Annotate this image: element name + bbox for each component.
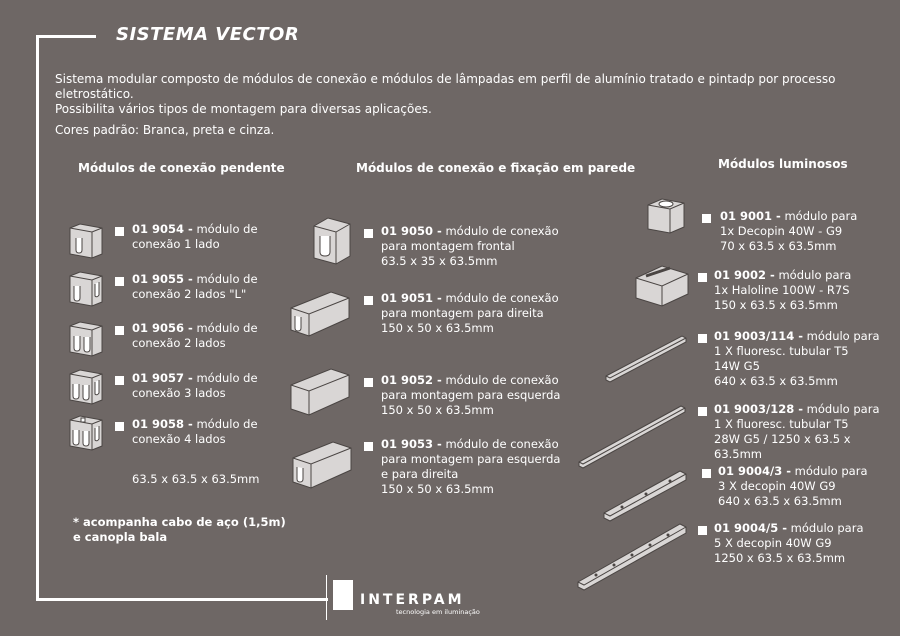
- frame-left-line: [36, 35, 39, 601]
- connector-4-sides-icon: [69, 415, 103, 451]
- bullet: [698, 334, 707, 343]
- fluorescent-t5-28w-module-icon: [578, 405, 686, 469]
- standard-colors: Cores padrão: Branca, preta e cinza.: [55, 123, 275, 137]
- item-9054: 01 9054 - módulo de conexão 1 lado: [132, 222, 258, 251]
- item-9004-5: 01 9004/5 - módulo para 5 X decopin 40W …: [714, 521, 864, 565]
- connector-3-sides-icon: [69, 369, 103, 405]
- item-9050: 01 9050 - módulo de conexão para montage…: [381, 224, 559, 268]
- frame-bottom-line: [36, 598, 328, 601]
- bullet: [698, 407, 707, 416]
- logo-divider: [326, 575, 327, 620]
- bullet: [702, 469, 711, 478]
- bullet: [364, 442, 373, 451]
- bullet: [115, 376, 124, 385]
- decopin-3x-module-icon: [603, 470, 687, 522]
- wall-front-connector-icon: [313, 217, 351, 265]
- bullet: [698, 273, 707, 282]
- bullet: [702, 214, 711, 223]
- pendente-dimensions: 63.5 x 63.5 x 63.5mm: [132, 472, 260, 486]
- haloline-module-icon: [635, 265, 689, 307]
- connector-1-side-icon: [69, 223, 103, 259]
- item-9003-128: 01 9003/128 - módulo para 1 X fluoresc. …: [714, 402, 880, 461]
- item-9004-3: 01 9004/3 - módulo para 3 X decopin 40W …: [718, 464, 868, 508]
- bullet: [698, 526, 707, 535]
- bullet: [115, 422, 124, 431]
- intro-text: Sistema modular composto de módulos de c…: [55, 72, 885, 117]
- wall-right-connector-icon: [290, 291, 350, 337]
- heading-pendente: Módulos de conexão pendente: [78, 161, 285, 175]
- connector-2-sides-l-icon: [69, 271, 103, 307]
- bullet: [364, 378, 373, 387]
- connector-2-sides-icon: [69, 321, 103, 357]
- wall-left-connector-icon: [290, 368, 350, 416]
- item-9052: 01 9052 - módulo de conexão para montage…: [381, 373, 561, 417]
- heading-luminosos: Módulos luminosos: [718, 157, 848, 171]
- item-9057: 01 9057 - módulo de conexão 3 lados: [132, 371, 258, 400]
- intro-line-2: Possibilita vários tipos de montagem par…: [55, 102, 432, 116]
- item-9056: 01 9056 - módulo de conexão 2 lados: [132, 321, 258, 350]
- logo-name: INTERPAM: [360, 592, 465, 608]
- frame-top-line: [36, 35, 96, 38]
- item-9051: 01 9051 - módulo de conexão para montage…: [381, 291, 559, 335]
- decopin-module-icon: [647, 198, 685, 234]
- pendente-note: * acompanha cabo de aço (1,5m) e canopla…: [73, 515, 286, 544]
- fluorescent-t5-14w-module-icon: [605, 335, 687, 383]
- bullet: [115, 277, 124, 286]
- item-9055: 01 9055 - módulo de conexão 2 lados "L": [132, 272, 258, 301]
- item-9058: 01 9058 - módulo de conexão 4 lados: [132, 417, 258, 446]
- item-9003-114: 01 9003/114 - módulo para 1 X fluoresc. …: [714, 329, 880, 388]
- item-9001: 01 9001 - módulo para 1x Decopin 40W - G…: [720, 209, 858, 253]
- logo-mark: [333, 580, 353, 610]
- intro-line-1: Sistema modular composto de módulos de c…: [55, 72, 836, 101]
- bullet: [115, 227, 124, 236]
- bullet: [115, 326, 124, 335]
- heading-parede: Módulos de conexão e fixação em parede: [356, 161, 636, 175]
- decopin-5x-module-icon: [577, 523, 687, 591]
- bullet: [364, 296, 373, 305]
- bullet: [364, 229, 373, 238]
- page-title: SISTEMA VECTOR: [116, 24, 300, 45]
- item-9053: 01 9053 - módulo de conexão para montage…: [381, 437, 561, 496]
- item-9002: 01 9002 - módulo para 1x Haloline 100W -…: [714, 268, 852, 312]
- logo-tagline: tecnologia em iluminação: [396, 608, 480, 616]
- wall-left-right-connector-icon: [292, 441, 352, 489]
